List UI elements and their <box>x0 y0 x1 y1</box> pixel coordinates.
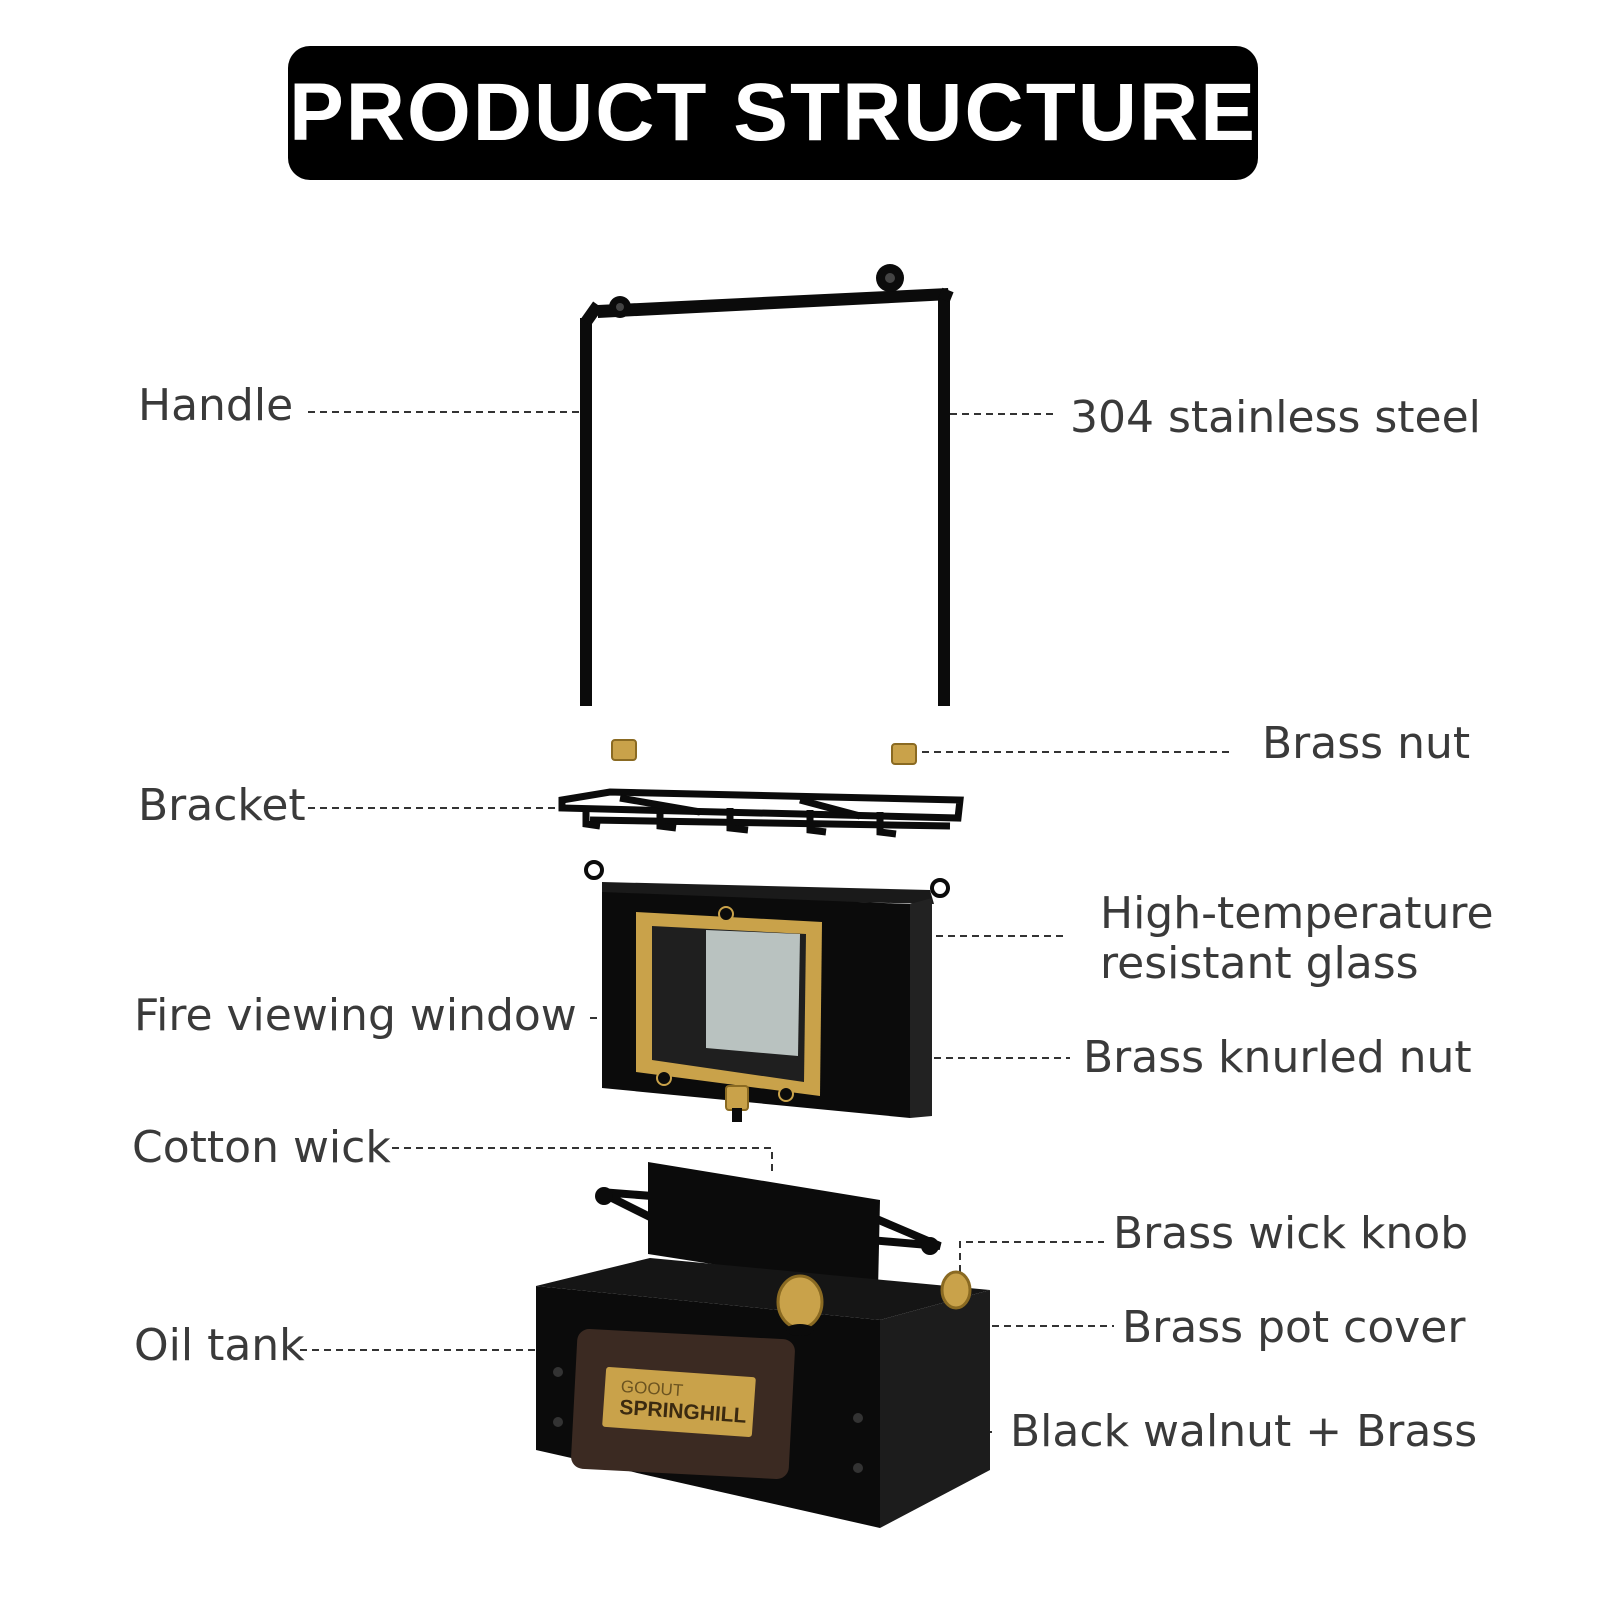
title-banner: PRODUCT STRUCTURE <box>288 46 1258 180</box>
brass-knurled-nut <box>725 1085 749 1111</box>
brass-pot-cover <box>776 1274 824 1330</box>
lantern-top-rim <box>602 882 934 904</box>
bracket-cross-1 <box>619 794 701 816</box>
oil-tank-side <box>880 1290 990 1528</box>
handle-right-arm <box>938 294 950 706</box>
label-knurled-nut: Brass knurled nut <box>1083 1032 1472 1083</box>
bracket-foot-3 <box>726 808 749 834</box>
label-glass-line1: High-temperature <box>1100 888 1494 939</box>
lantern-hook-left <box>584 860 604 880</box>
wick-holder-ear-right <box>921 1237 939 1255</box>
handle-left-arm <box>580 318 592 706</box>
label-glass-line2: resistant glass <box>1100 938 1419 989</box>
leader-cotton-wick <box>392 1147 773 1176</box>
label-fire-window: Fire viewing window <box>134 990 577 1041</box>
handle-left-rivet <box>616 303 624 311</box>
brass-nut-left <box>611 739 637 761</box>
bracket-rail <box>589 816 951 830</box>
bracket-foot-1 <box>582 806 601 830</box>
tank-screw-1 <box>553 1367 563 1377</box>
cotton-wick <box>648 1162 880 1290</box>
brass-wick-knob <box>940 1270 972 1310</box>
window-screw-top <box>718 906 734 922</box>
pot-cover-base <box>786 1324 814 1336</box>
leader-wick-knob <box>959 1241 1104 1272</box>
tank-screw-2 <box>553 1417 563 1427</box>
label-walnut: Black walnut + Brass <box>1010 1406 1478 1457</box>
label-wick-knob: Brass wick knob <box>1113 1208 1469 1259</box>
label-pot-cover: Brass pot cover <box>1122 1302 1466 1353</box>
label-bracket: Bracket <box>138 780 306 831</box>
oil-tank-top <box>536 1258 990 1320</box>
wick-holder-ear-left <box>595 1187 613 1205</box>
glass-pane <box>706 930 800 1056</box>
oil-tank-part: GOOUT SPRINGHILL <box>536 1258 990 1528</box>
handle-right-corner <box>938 287 954 303</box>
handle-top-bar <box>598 288 950 318</box>
label-steel: 304 stainless steel <box>1070 392 1481 443</box>
bracket-foot-5 <box>876 812 897 838</box>
window-screw-bl <box>656 1070 672 1086</box>
brass-nameplate <box>602 1367 756 1437</box>
bracket-foot-2 <box>656 808 677 832</box>
leader-knurled-nut <box>739 1057 1070 1080</box>
lantern-hook-right <box>930 878 950 898</box>
brand-plate-line1: GOOUT <box>620 1377 684 1400</box>
lantern-body <box>584 860 950 1122</box>
bracket-frame <box>558 788 964 822</box>
knurled-nut-stem <box>732 1108 742 1122</box>
tank-screw-3 <box>853 1413 863 1423</box>
handle-right-rivet <box>885 273 895 283</box>
label-oil-tank: Oil tank <box>134 1320 305 1371</box>
wick-holder <box>595 1162 942 1290</box>
tank-screw-4 <box>853 1463 863 1473</box>
lantern-side-panel <box>910 898 932 1118</box>
handle-left-corner <box>581 301 603 326</box>
label-handle: Handle <box>138 380 294 431</box>
label-brass-nut: Brass nut <box>1262 718 1471 769</box>
label-cotton-wick: Cotton wick <box>132 1122 391 1173</box>
window-screw-br <box>778 1086 794 1102</box>
brass-nuts <box>611 739 917 765</box>
bracket-part <box>558 788 964 838</box>
brass-nut-right <box>891 743 917 765</box>
handle-part <box>580 264 954 706</box>
page-title: PRODUCT STRUCTURE <box>289 67 1257 158</box>
bracket-cross-2 <box>799 796 861 820</box>
bracket-foot-4 <box>806 810 827 836</box>
